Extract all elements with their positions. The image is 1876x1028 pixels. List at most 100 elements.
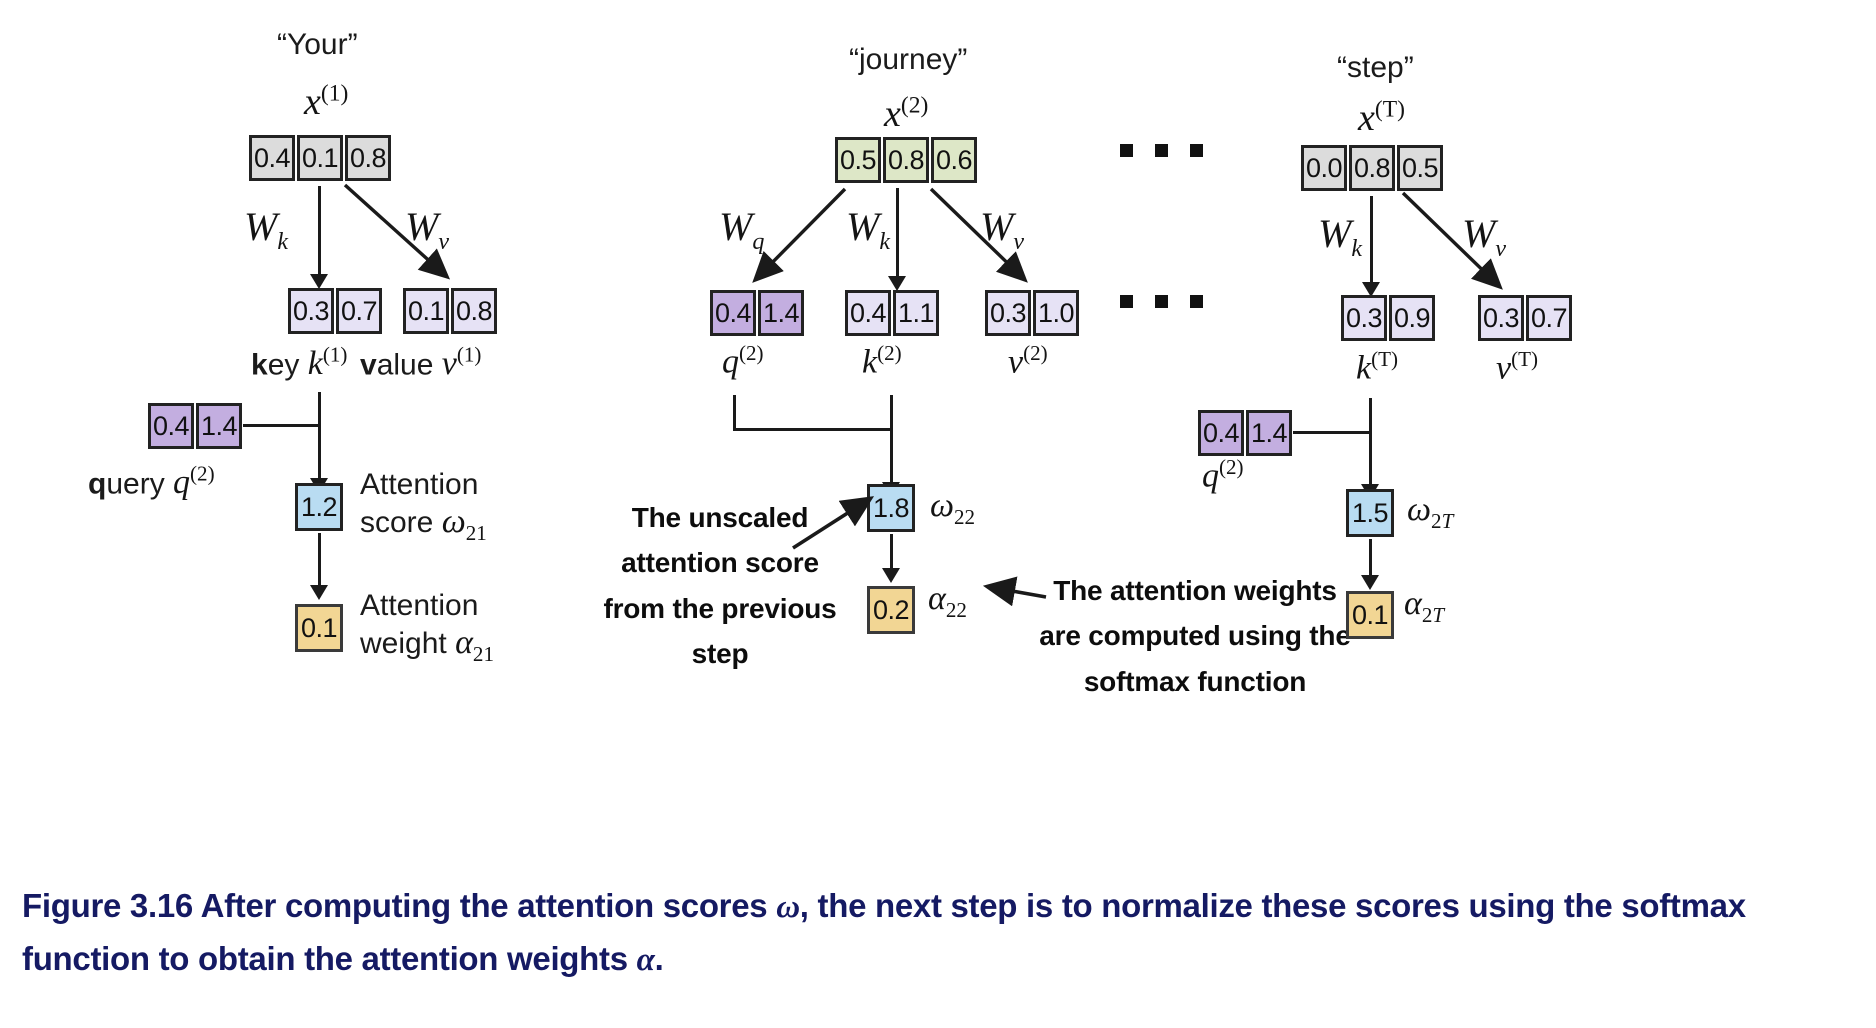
connector-wk-line [318,186,321,278]
annotation-softmax-arrow [982,576,1047,607]
cell-value: 0.8 [345,135,391,181]
query-symbol-q2: q(2) [722,341,764,381]
cell-value: 1.0 [1033,290,1079,336]
token-label-your: “Your” [277,28,358,61]
caption-text-part2: , the next step is to normalize these sc… [22,887,1746,978]
cell-value: 0.7 [336,288,382,334]
cell-value: 0.4 [710,290,756,336]
connector-query-key-line [243,424,321,427]
connector-kT-score-line [1369,398,1372,500]
query-symbol-q2-right: q(2) [1202,455,1244,495]
value-label: value v(1) [360,343,482,383]
value-symbol-vT: v(T) [1496,347,1539,387]
attention-score-box-w22: 1.8 [867,484,915,532]
cell-value: 1.4 [196,403,242,449]
projection-label-wv2: Wv [980,204,1024,255]
cell-value: 0.3 [985,290,1031,336]
cell-value: 0.8 [883,137,929,183]
connector-score-weight-arrow [310,585,328,600]
cell-value: 0.5 [1397,145,1443,191]
cell-value: 0.7 [1526,295,1572,341]
connector-wv-arrow [343,183,451,280]
cell-value: 0.8 [1349,145,1395,191]
annotation-unscaled-score: The unscaled attention score from the pr… [603,502,837,670]
cell-value: 0.0 [1301,145,1347,191]
attention-score-box-w21: 1.2 [295,483,343,531]
cell-value: 0.1 [295,604,343,652]
attention-weight-box-a21: 0.1 [295,604,343,652]
input-symbol-x1: x(1) [304,80,349,123]
cell-value: 1.2 [295,483,343,531]
connector-score2-weight-arrow [882,568,900,583]
cell-value: 0.8 [451,288,497,334]
cell-value: 0.1 [297,135,343,181]
attention-weight-box-a22: 0.2 [867,586,915,634]
cell-value: 0.4 [1198,410,1244,456]
annotation-softmax: The attention weights are computed using… [1039,575,1351,697]
connector-wv2-arrow [929,187,1028,283]
key-symbol-k2: k(2) [862,341,902,381]
input-vector-x2: 0.5 0.8 0.6 [835,137,977,183]
key-vector-k1: 0.3 0.7 [288,288,382,334]
input-symbol-x2: x(2) [884,92,929,135]
value-vector-vT: 0.3 0.7 [1478,295,1572,341]
cell-value: 0.2 [867,586,915,634]
cell-value: 0.1 [403,288,449,334]
connector-wk2-arrow [888,276,906,291]
cell-value: 0.4 [845,290,891,336]
bracket-join [733,428,893,431]
connector-wq-arrow [752,187,847,283]
attention-score-symbol-w2T: ω2T [1407,491,1454,533]
value-symbol-v2: v(2) [1008,341,1048,381]
connector-wk-arrow [310,274,328,289]
attention-weight-box-a2T: 0.1 [1346,591,1394,639]
connector-wkT-line [1370,196,1373,286]
cell-value: 1.4 [758,290,804,336]
value-vector-v1: 0.1 0.8 [403,288,497,334]
projection-label-wk: Wk [244,204,288,255]
connector-score-weight-line [318,533,321,593]
key-vector-kT: 0.3 0.9 [1341,295,1435,341]
attention-score-symbol-w22: ω22 [930,487,976,529]
projection-label-wq: Wq [719,204,765,255]
query-label: query q(2) [88,462,215,502]
cell-value: 1.5 [1346,489,1394,537]
connector-wvT-arrow [1401,191,1503,290]
caption-omega: ω [776,889,800,925]
value-vector-v2: 0.3 1.0 [985,290,1079,336]
attention-score-label: Attention score ω21 [360,468,487,546]
cell-value: 0.4 [148,403,194,449]
key-label: key k(1) [251,343,348,383]
cell-value: 0.9 [1389,295,1435,341]
cell-value: 0.3 [1341,295,1387,341]
connector-wk2-line [896,188,899,280]
projection-label-wkT: Wk [1318,211,1362,262]
attention-score-box-w2T: 1.5 [1346,489,1394,537]
figure-caption: Figure 3.16 After computing the attentio… [22,880,1862,986]
token-label-journey: “journey” [849,43,968,76]
attention-weight-symbol-a22: α22 [928,580,967,622]
cell-value: 0.5 [835,137,881,183]
connector-queryT-key-line [1293,431,1371,434]
caption-text-part1: Figure 3.16 After computing the attentio… [22,887,777,924]
input-vector-xT: 0.0 0.8 0.5 [1301,145,1443,191]
token-label-step: “step” [1337,51,1414,84]
cell-value: 0.3 [288,288,334,334]
cell-value: 0.1 [1346,591,1394,639]
cell-value: 1.1 [893,290,939,336]
ellipsis-mid [1120,295,1203,308]
ellipsis-top [1120,144,1203,157]
query-vector-q2-left: 0.4 1.4 [148,403,242,449]
connector-wkT-arrow [1362,282,1380,297]
projection-label-wk2: Wk [846,204,890,255]
attention-weight-symbol-a2T: α2T [1404,585,1445,627]
connector-k1-score-line [318,392,321,497]
connector-scoreT-weight-arrow [1361,575,1379,590]
bracket-q2-stem [733,395,736,431]
projection-label-wv: Wv [405,204,449,255]
cell-value: 0.6 [931,137,977,183]
cell-value: 0.3 [1478,295,1524,341]
key-symbol-kT: k(T) [1356,347,1399,387]
cell-value: 1.8 [867,484,915,532]
